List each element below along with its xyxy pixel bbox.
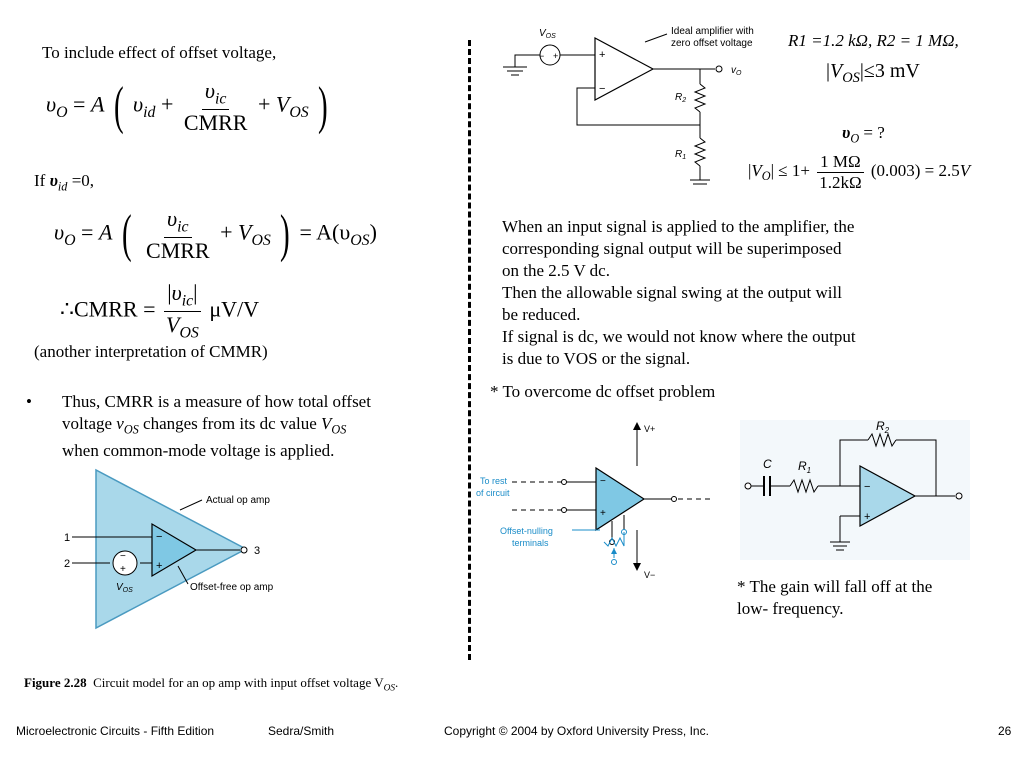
ac-coupled-circuit: − + C R1 R2 [740,420,970,560]
capacitor-label: C [763,457,772,471]
ac-r1-label: R1 [798,459,811,475]
offset-nulling-circuit: V+ − + V− To rest of circuit Offset-null… [476,422,712,580]
bullet-mark: • [26,392,32,411]
ac-r2-label: R2 [876,420,890,435]
nulling-label-1: Offset-nulling [500,526,553,536]
svg-text:+: + [600,508,606,519]
column-divider [468,40,471,660]
actual-op-amp-label: Actual op amp [206,495,270,506]
vos-source [112,550,138,576]
svg-text:−: − [539,51,544,61]
offset-free-op-amp-triangle [151,522,198,578]
vo-question: υO = ? [842,123,885,146]
vplus-label: V+ [644,424,655,434]
svg-text:+: + [864,511,870,523]
signal-paragraph: When an input signal is applied to the a… [502,217,856,368]
svg-text:−: − [600,476,606,487]
nulling-label-2: terminals [512,538,549,548]
footer-page-number: 26 [998,724,1012,738]
svg-text:+: + [553,51,558,61]
fig-vos-label: VOS [116,582,133,594]
given-resistors: R1 =1.2 kΩ, R2 = 1 MΩ, [788,31,959,50]
svg-text:+: + [599,49,605,61]
overcome-heading: * To overcome dc offset problem [490,382,716,401]
pin-3-label: 3 [254,545,260,557]
svg-text:+: + [120,564,126,575]
svg-text:−: − [120,551,126,562]
given-vos: |VOS|≤3 mV [826,60,920,87]
vos-label-top: VOS [539,28,556,40]
svg-text:−: − [156,531,162,543]
r1-label: R1 [675,149,686,161]
ideal-amp-label-1: Ideal amplifier with [671,26,754,37]
footer-copyright: Copyright © 2004 by Oxford University Pr… [444,724,709,738]
another-interpretation: (another interpretation of CMMR) [34,342,268,361]
to-rest-label-2: of circuit [476,488,510,498]
ideal-amp-label-2: zero offset voltage [671,38,753,49]
figure-op-amp-offset-model: − + − + 1 2 3 VOS Actual op amp Offset-f… [64,468,274,630]
r2-label: R2 [675,92,686,104]
gain-note: * The gain will fall off at the low- fre… [737,577,933,618]
figure-caption: Figure 2.28 Circuit model for an op amp … [24,675,399,694]
bullet-cmrr-text: Thus, CMRR is a measure of how total off… [62,392,371,461]
if-vid-zero: If υid =0, [34,171,95,194]
offset-free-label: Offset-free op amp [190,582,274,593]
svg-text:−: − [599,83,605,95]
amplifier-circuit: − + VOS + − vO R2 R1 Ideal amplifier wit… [503,26,754,185]
footer-authors: Sedra/Smith [268,724,335,738]
equation-cmrr: ∴CMRR = |υic|VOS μV/V [60,280,259,342]
footer-book: Microelectronic Circuits - Fifth Edition [16,724,215,738]
vminus-label: V− [644,570,655,580]
vo-label-top: vO [731,65,742,77]
heading-offset: To include effect of offset voltage, [42,43,277,62]
to-rest-label-1: To rest [480,476,508,486]
pin-1-label: 1 [64,532,70,544]
svg-text:+: + [156,560,162,572]
pin-2-label: 2 [64,558,70,570]
svg-text:−: − [864,481,870,493]
